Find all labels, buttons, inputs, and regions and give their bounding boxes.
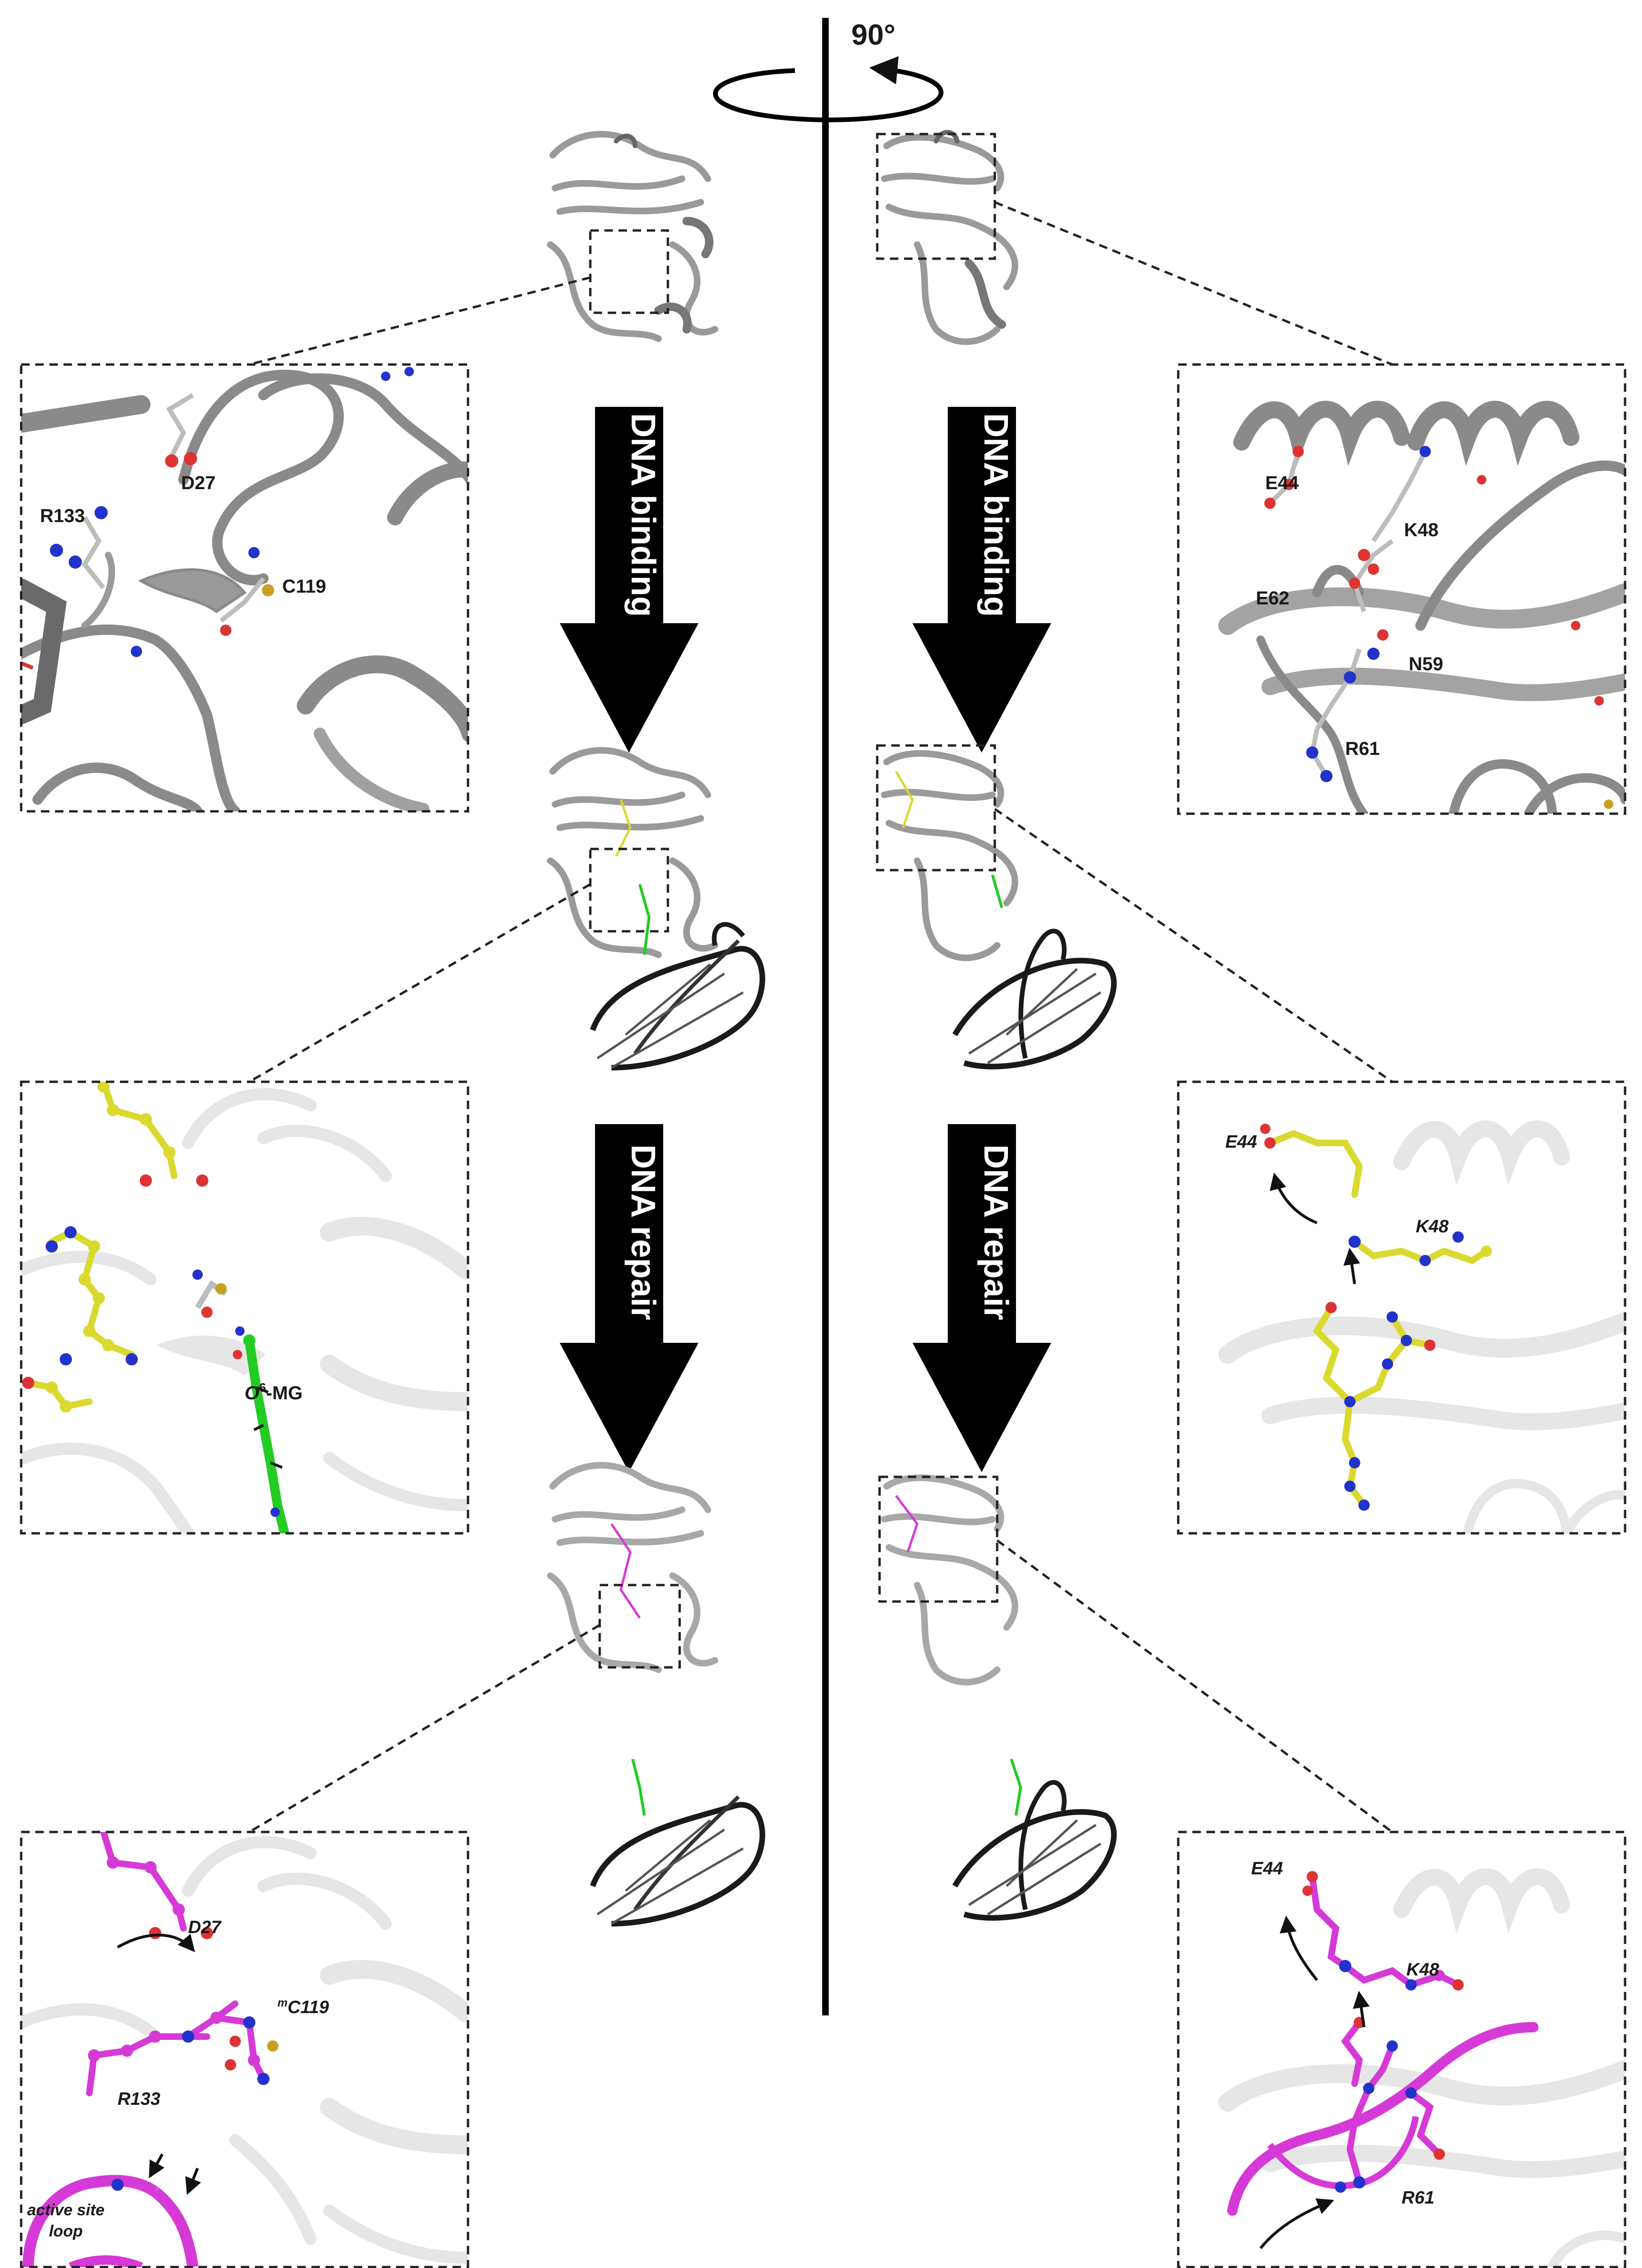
label-d27: D27 [181, 473, 215, 493]
step-label-right-repair: DNA repair [977, 1144, 1015, 1320]
leader-left-repaired [248, 1624, 601, 1833]
zoom-left-apo-frame [20, 363, 469, 813]
arrow-loop-2 [185, 2167, 201, 2195]
zoom-right-bound-frame [1177, 1080, 1626, 1535]
overview-right-bound [881, 750, 1117, 1070]
label-o6mg: O6-MG [245, 1380, 302, 1404]
step-arrow-left-repair: DNA repair [560, 1124, 698, 1472]
step-arrow-right-binding: DNA binding [912, 407, 1051, 753]
arrow-loop-1 [149, 2153, 165, 2179]
arrow-e44-repaired [1279, 1915, 1318, 1981]
label-d27-repaired: D27 [188, 1918, 222, 1937]
overview-right-repaired-highlight [878, 1475, 999, 1603]
label-active-site-loop-1: active site [27, 2201, 104, 2219]
zoom-right-bound: E44 K48 [1178, 1082, 1625, 1533]
zoom-left-bound: O6-MG [21, 1082, 468, 1533]
step-label-left-binding: DNA binding [624, 413, 662, 617]
arrow-k48-shift [1343, 1247, 1360, 1285]
overview-right-bound-highlight [876, 744, 996, 872]
step-label-left-repair: DNA repair [624, 1144, 662, 1320]
label-mc119: mC119 [278, 1997, 329, 2017]
zoom-left-apo: D27 R133 C119 [21, 365, 468, 811]
step-arrow-right-repair: DNA repair [912, 1124, 1051, 1472]
leader-left-apo [249, 276, 591, 366]
arrow-r133-shift [117, 1934, 195, 1952]
overview-right-apo-highlight [876, 133, 996, 260]
step-arrow-left-binding: DNA binding [560, 407, 698, 753]
label-k48-bound: K48 [1416, 1217, 1449, 1237]
label-e44-repaired: E44 [1251, 1859, 1283, 1879]
zoom-left-bound-frame [20, 1080, 469, 1535]
label-c119: C119 [282, 576, 326, 597]
arrow-e44-shift [1269, 1173, 1318, 1224]
zoom-right-repaired-frame [1177, 1831, 1626, 2268]
overview-right-apo [881, 130, 1018, 345]
zoom-right-apo: E44 K48 E62 N59 R61 [1178, 365, 1625, 814]
rotation-axis: 90° [713, 18, 944, 2015]
zoom-left-repaired-frame [20, 1831, 469, 2268]
arrow-k48-repaired [1353, 1990, 1370, 2028]
leader-right-bound [994, 808, 1393, 1083]
overview-left-repaired [547, 1462, 765, 1927]
label-e62: E62 [1256, 588, 1289, 609]
label-k48: K48 [1404, 520, 1438, 540]
label-k48-repaired: K48 [1406, 1960, 1440, 1980]
rotation-label: 90° [851, 19, 896, 51]
overview-left-apo-highlight [589, 229, 669, 314]
overview-left-repaired-highlight [598, 1584, 681, 1669]
leader-right-apo [994, 201, 1393, 366]
label-r61: R61 [1345, 738, 1380, 759]
label-active-site-loop-2: loop [49, 2222, 83, 2240]
label-r133-repaired: R133 [118, 2089, 160, 2109]
step-label-right-binding: DNA binding [977, 413, 1015, 617]
arrow-r61-repaired [1259, 2198, 1334, 2249]
overview-left-bound-highlight [589, 848, 669, 933]
label-n59: N59 [1409, 654, 1443, 674]
rotation-arrow [713, 56, 944, 123]
overview-left-apo [547, 131, 718, 342]
zoom-right-repaired: E44 K48 R61 [1178, 1832, 1625, 2267]
label-e44-bound: E44 [1225, 1132, 1257, 1152]
label-e44: E44 [1265, 473, 1299, 493]
zoom-right-apo-frame [1177, 363, 1626, 815]
leader-right-repaired [996, 1539, 1393, 1833]
label-r133: R133 [40, 506, 85, 526]
overview-left-bound [547, 747, 765, 1071]
overview-right-repaired [881, 1474, 1117, 1921]
zoom-left-repaired: D27 mC119 R133 active site loop [21, 1832, 468, 2267]
label-r61-repaired: R61 [1402, 2188, 1435, 2208]
leader-left-bound [248, 883, 591, 1083]
